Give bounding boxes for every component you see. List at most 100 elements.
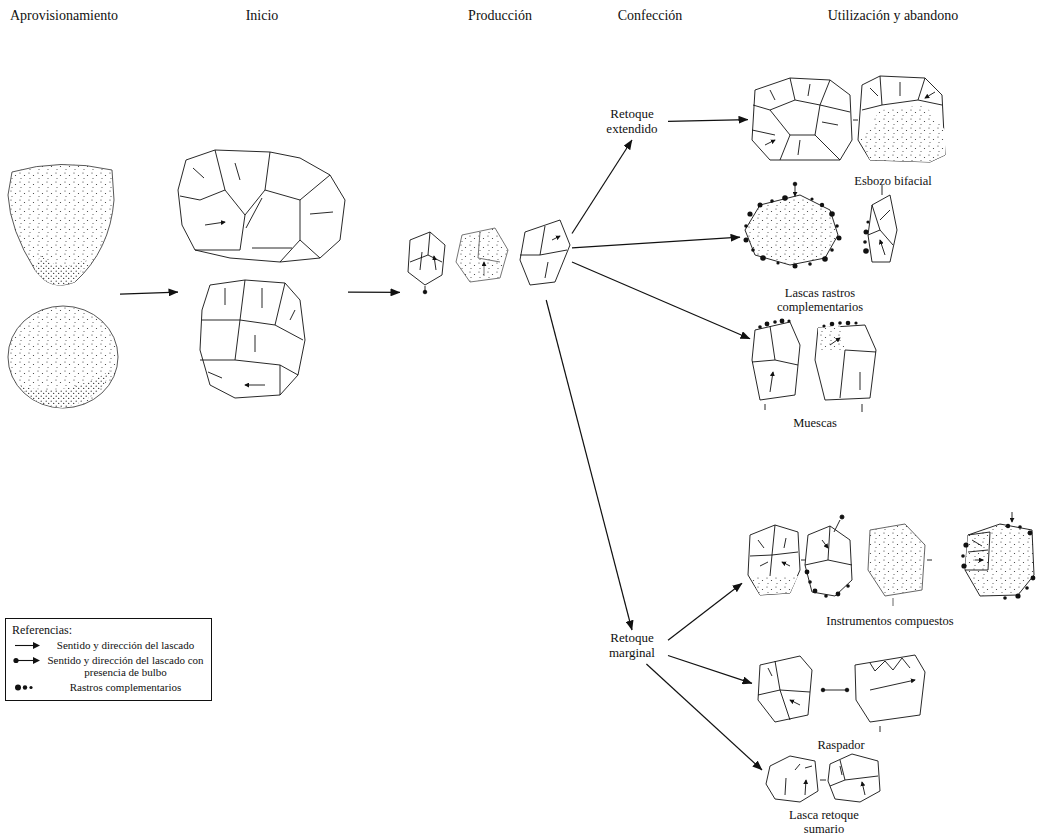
artifact-caption: Esbozo bifacial (752, 174, 1034, 188)
composite-tools-part (963, 542, 968, 547)
scraper-part (821, 688, 825, 692)
flakes-part (408, 232, 445, 285)
raw-pebble-part (35, 255, 88, 285)
legend-swatch (15, 684, 21, 690)
legend-sample (12, 639, 42, 652)
flakes-part (484, 262, 485, 276)
artifact-group: Instrumentos compuestos (742, 510, 1038, 628)
notches-part (854, 321, 857, 324)
composite-tools-part (961, 563, 966, 568)
notches-part (838, 321, 842, 325)
bifacial-blank-part (752, 78, 850, 160)
flakes-with-traces-part (808, 262, 812, 266)
raw-pebble-part (8, 306, 118, 408)
legend-sample (12, 681, 42, 694)
artifact-group: Esbozo bifacial (748, 70, 1038, 188)
legend-text: Rastros complementarios (46, 681, 205, 694)
scraper-part (880, 726, 881, 732)
flakes-part (520, 226, 567, 255)
notches-part (765, 404, 766, 410)
stage-heading: Aprovisionamiento (10, 8, 118, 24)
notches-part (752, 326, 798, 365)
flakes-with-traces-part (744, 195, 870, 268)
flakes-with-traces-part (863, 240, 867, 244)
composite-tools-part (972, 540, 983, 560)
composite-tools-part (1028, 531, 1033, 536)
legend-row: Rastros complementarios (12, 681, 205, 694)
flow-arrow (572, 262, 750, 339)
flake-summary-retouch-part (785, 778, 806, 795)
flakes-with-traces-part (863, 248, 869, 254)
legend-swatch (29, 685, 32, 688)
artifact-caption: Instrumentos compuestos (746, 614, 1034, 628)
notches-part (846, 321, 851, 326)
stage-heading: Inicio (246, 8, 279, 24)
artifact-caption: Raspador (756, 738, 926, 752)
flow-arrow (646, 664, 762, 770)
flakes-part (478, 232, 500, 262)
bifacial-blank-part (870, 82, 935, 98)
notches (752, 319, 876, 412)
scraper (758, 655, 925, 732)
flakes-with-traces-part (776, 261, 779, 264)
flakes-with-traces-part (747, 211, 752, 216)
legend-swatch (33, 642, 40, 649)
technique-label: Retoque marginal (596, 630, 668, 664)
composite-tools-part (961, 554, 965, 558)
technique-label: Retoque extendido (596, 106, 668, 140)
composite-tools-part (822, 520, 840, 548)
composite-tools-part (824, 594, 828, 598)
flow-arrow (546, 300, 632, 630)
notches-part (830, 322, 835, 327)
flakes-part (410, 232, 442, 262)
flakes-part (420, 252, 436, 270)
flow-arrow (572, 237, 740, 248)
flakes-with-traces-part (751, 248, 755, 252)
flakes-with-traces-part (829, 211, 835, 217)
legend-swatch (13, 657, 18, 662)
legend-title: Referencias: (12, 624, 205, 637)
flow-arrow (120, 292, 178, 294)
notches-part (862, 404, 863, 412)
legend-swatch (33, 657, 40, 664)
core-part (200, 280, 303, 395)
flakes-part (456, 228, 508, 282)
notches-part (830, 338, 860, 390)
composite-tools-part (868, 524, 925, 596)
core-part (178, 150, 345, 262)
technique-text: Retoque extendido (596, 106, 668, 136)
artifact-caption: Lasca retoque sumario (776, 808, 872, 836)
flakes-part (545, 236, 560, 278)
core-part (193, 163, 333, 248)
stage-column: Aprovisionamiento (8, 150, 120, 412)
flakes-with-traces-part (830, 248, 834, 252)
bifacial-blank-part (752, 78, 852, 160)
notches-part (780, 319, 785, 324)
flakes-with-traces-part (868, 195, 897, 262)
artifact-group: Raspador (752, 648, 930, 752)
flakes-with-traces-part (880, 210, 890, 255)
scraper-part (870, 658, 910, 671)
technique-text: Retoque marginal (596, 630, 668, 660)
scraper-part (768, 668, 800, 705)
artifact-group: Lasca retoque sumario (762, 748, 886, 836)
flakes-with-traces-part (820, 203, 824, 207)
composite-tools-part (805, 570, 850, 598)
composite-tools-part (1018, 525, 1022, 529)
notches-part (770, 372, 773, 392)
raw-pebble-part (20, 370, 112, 408)
stage-column: Inicio (178, 148, 348, 410)
composite-tools-part (808, 580, 812, 584)
composite-tools-part (836, 592, 841, 597)
artifact-group: Muescas (750, 316, 880, 430)
core (178, 150, 345, 398)
flakes-with-traces-part (835, 224, 839, 228)
raw-pebble-part (8, 164, 114, 285)
flow-arrow (668, 583, 742, 640)
legend-text: Sentido y dirección del lascado (46, 639, 205, 652)
stage-heading: Confección (618, 8, 683, 24)
flow-arrow (348, 292, 400, 293)
bifacial-blank (752, 76, 945, 162)
notches-part (758, 325, 762, 329)
